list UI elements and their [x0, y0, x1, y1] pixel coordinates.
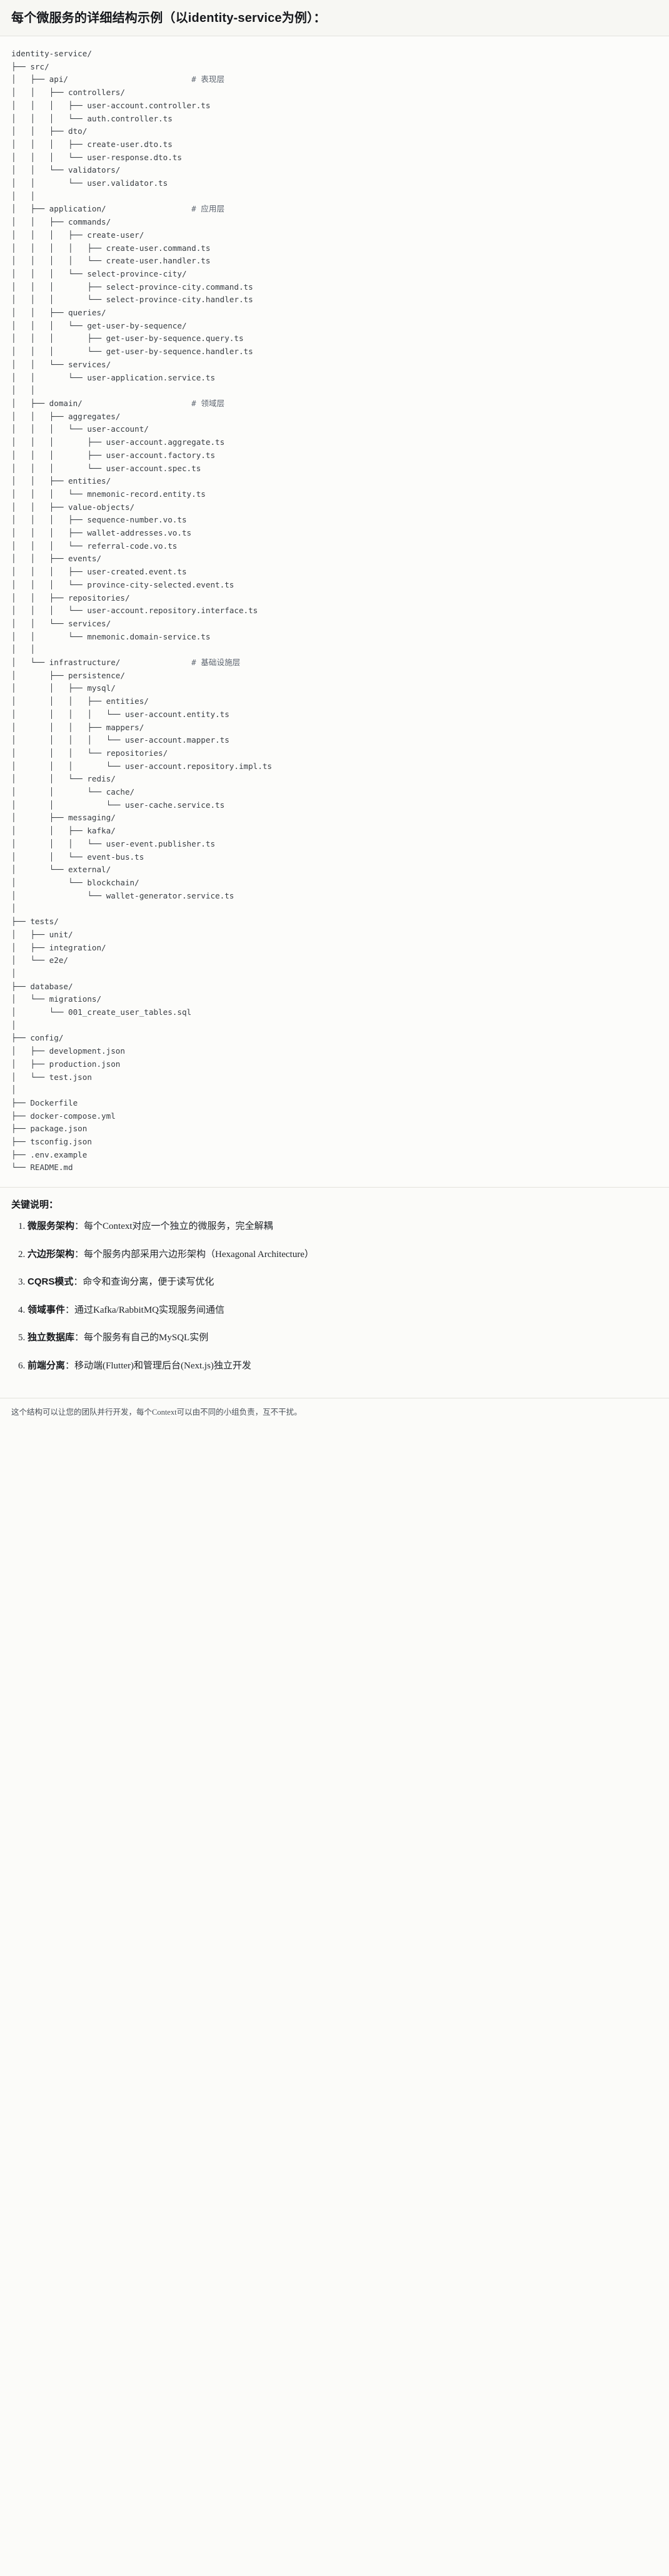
- tree-comment: # 领域层: [191, 398, 225, 408]
- key-point-item: 六边形架构：每个服务内部采用六边形架构（Hexagonal Architectu…: [28, 1248, 658, 1262]
- key-point-term: CQRS模式: [28, 1276, 74, 1288]
- key-point-term: 领域事件: [28, 1304, 66, 1315]
- key-point-term: 微服务架构: [28, 1221, 75, 1232]
- key-point-description: ：每个服务内部采用六边形架构（Hexagonal Architecture）: [74, 1249, 314, 1260]
- title-section: 每个微服务的详细结构示例（以identity-service为例）：: [0, 0, 669, 36]
- directory-tree: identity-service/ ├── src/ │ ├── api/ # …: [11, 49, 273, 1173]
- tree-comment: # 应用层: [191, 204, 225, 214]
- key-point-term: 独立数据库: [28, 1332, 75, 1343]
- key-point-description: ：每个服务有自己的MySQL实例: [74, 1333, 209, 1343]
- key-point-term: 六边形架构: [28, 1248, 75, 1260]
- tree-comment: # 表现层: [191, 74, 225, 84]
- key-point-description: ：每个Context对应一个独立的微服务，完全解耦: [74, 1221, 273, 1232]
- key-point-description: ：通过Kafka/RabbitMQ实现服务间通信: [65, 1305, 224, 1315]
- key-point-description: ：移动端(Flutter)和管理后台(Next.js)独立开发: [65, 1360, 251, 1371]
- key-point-item: CQRS模式：命令和查询分离，便于读写优化: [28, 1275, 658, 1290]
- key-points-list: 微服务架构：每个Context对应一个独立的微服务，完全解耦六边形架构：每个服务…: [11, 1219, 658, 1373]
- key-points-section: 关键说明： 微服务架构：每个Context对应一个独立的微服务，完全解耦六边形架…: [0, 1188, 669, 1398]
- key-point-item: 前端分离：移动端(Flutter)和管理后台(Next.js)独立开发: [28, 1359, 658, 1373]
- key-point-item: 领域事件：通过Kafka/RabbitMQ实现服务间通信: [28, 1303, 658, 1318]
- key-point-description: ：命令和查询分离，便于读写优化: [73, 1277, 214, 1288]
- tree-comment: # 基础设施层: [191, 658, 241, 668]
- document-page: 每个微服务的详细结构示例（以identity-service为例）： ident…: [0, 0, 669, 1428]
- key-point-item: 独立数据库：每个服务有自己的MySQL实例: [28, 1331, 658, 1345]
- footer-note: 这个结构可以让您的团队并行开发，每个Context可以由不同的小组负责，互不干扰…: [0, 1398, 669, 1429]
- key-point-item: 微服务架构：每个Context对应一个独立的微服务，完全解耦: [28, 1219, 658, 1234]
- directory-tree-section: identity-service/ ├── src/ │ ├── api/ # …: [0, 36, 669, 1188]
- page-title: 每个微服务的详细结构示例（以identity-service为例）：: [11, 11, 326, 25]
- key-points-heading: 关键说明：: [11, 1199, 59, 1211]
- key-point-term: 前端分离: [28, 1360, 66, 1371]
